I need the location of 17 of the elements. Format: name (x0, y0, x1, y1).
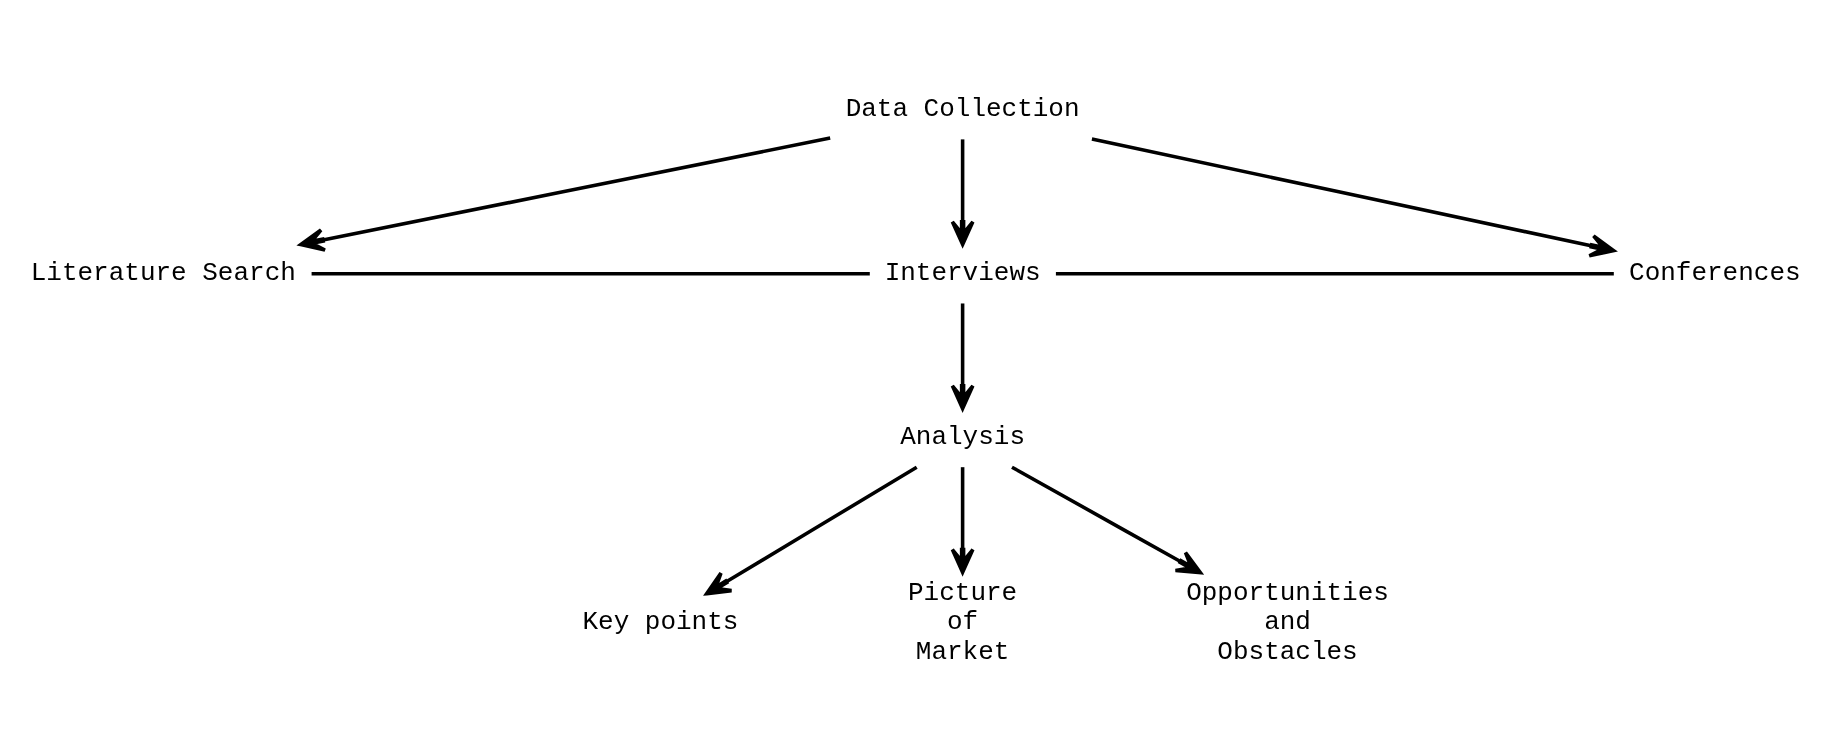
node-text: Data Collection (845, 93, 1080, 124)
node-text: Conferences (1629, 257, 1801, 288)
node-text: Literature Search (30, 257, 296, 288)
connector (311, 271, 870, 276)
arrow (950, 466, 975, 574)
node-text: Picture of Market (908, 577, 1018, 667)
node-text: Analysis (900, 421, 1025, 452)
arrow (1011, 465, 1203, 574)
arrow (950, 302, 975, 410)
node-text: Key points (582, 606, 739, 637)
connector (1055, 271, 1614, 276)
arrow (704, 465, 918, 595)
node-text: Opportunities and Obstacles (1186, 577, 1389, 667)
arrow (1091, 136, 1616, 258)
arrow (950, 138, 975, 246)
arrow (298, 135, 831, 252)
node-text: Interviews (884, 257, 1041, 288)
